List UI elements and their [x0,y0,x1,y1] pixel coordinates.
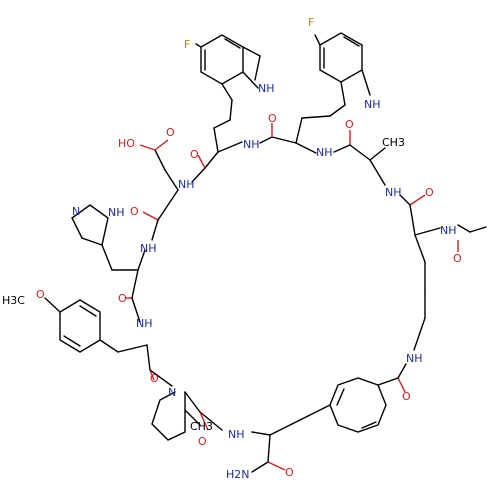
amide-nh-5: NH [178,178,195,191]
carbonyl-o-9: O [402,390,411,403]
indole-nh-2: NH [364,98,381,111]
bond-layer [44,32,487,473]
carbonyl-o-5: O [130,205,139,218]
amide-nh-7: NH [136,317,153,330]
proline-n: N [168,386,176,399]
acetamide-nh: NH [440,224,457,237]
acid-carbonyl-o: O [166,126,175,139]
amide-nh-1: NH [243,138,260,151]
indole-nh-1: NH [258,82,275,95]
carbonyl-o-1: O [268,112,277,125]
carbonyl-o-2: O [345,118,354,131]
atom-label-layer: F NH F NH O O NH NH CH3 NH O NH O HO O O… [2,16,462,481]
fluorine-atom-1: F [184,38,190,51]
lysine-nh: NH [406,352,423,365]
fluorine-atom-2: F [308,16,314,29]
alanine-methyl: CH3 [382,136,405,149]
acid-hydroxyl: HO [118,137,135,150]
methoxy-oxygen: O [36,288,45,301]
carbonyl-o-4: O [190,148,199,161]
terminal-amide-n: H2N [226,468,250,481]
proline-methyl: CH3 [190,420,213,433]
imidazole-nh: NH [108,206,125,219]
carbonyl-o-8: O [198,435,207,448]
amide-nh-2: NH [316,146,333,159]
carbonyl-o-3: O [425,186,434,199]
carbonyl-o-6: O [118,292,127,305]
carbonyl-o-7: O [150,372,159,385]
amide-nh-6: NH [140,242,157,255]
methoxy-methyl: H3C [2,294,25,307]
imidazole-n: N [72,205,80,218]
terminal-amide-o: O [285,466,294,479]
amide-nh-8: NH [228,428,245,441]
acetyl-oxygen: O [453,252,462,265]
amide-nh-3: NH [385,186,402,199]
